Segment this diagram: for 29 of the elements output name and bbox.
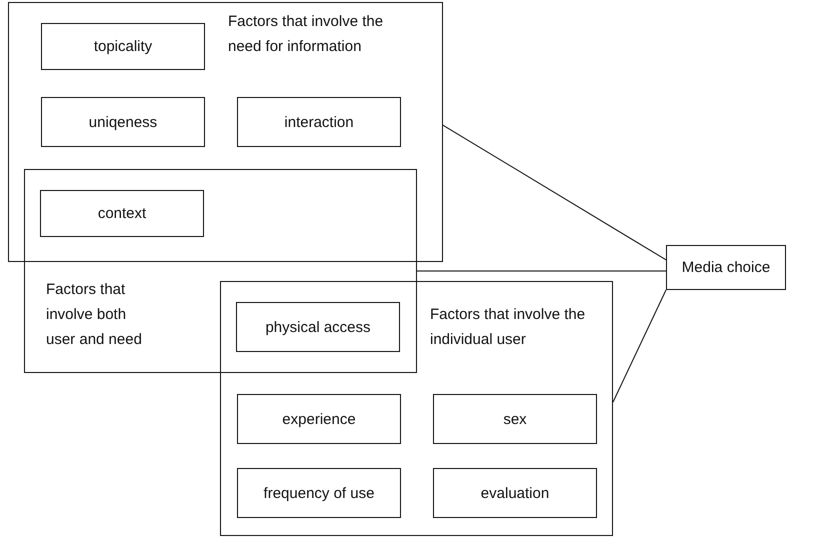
- factor-box: [41, 97, 205, 147]
- connector-line: [612, 290, 666, 403]
- factor-box: [236, 302, 400, 352]
- group-box: [24, 169, 417, 373]
- factor-label: topicality: [94, 38, 152, 55]
- factor-box: [666, 245, 786, 290]
- factor-box: [237, 468, 401, 518]
- group-heading: Factors that involve the individual user: [430, 305, 586, 350]
- factor-label: interaction: [284, 114, 354, 130]
- factor-label: uniqeness: [88, 114, 158, 130]
- factor-label: experience: [282, 410, 356, 428]
- factor-label: context: [98, 205, 146, 222]
- group-box: [220, 281, 613, 536]
- connector-line: [442, 124, 666, 260]
- factor-label: physical access: [265, 318, 371, 336]
- group-heading: Factors that involve both user and need: [46, 280, 143, 350]
- factor-box: [40, 190, 204, 237]
- factor-box: [237, 394, 401, 444]
- factor-box: [433, 468, 597, 518]
- factor-label: evaluation: [480, 484, 550, 502]
- connector-line: [416, 270, 666, 272]
- factor-box: [41, 23, 205, 70]
- factor-box: [237, 97, 401, 147]
- factor-label: frequency of use: [264, 484, 374, 502]
- group-box: [8, 2, 443, 262]
- factor-label: sex: [503, 410, 527, 428]
- group-heading: Factors that involve the need for information: [228, 12, 384, 57]
- factor-label: Media choice: [682, 259, 770, 276]
- factor-box: [433, 394, 597, 444]
